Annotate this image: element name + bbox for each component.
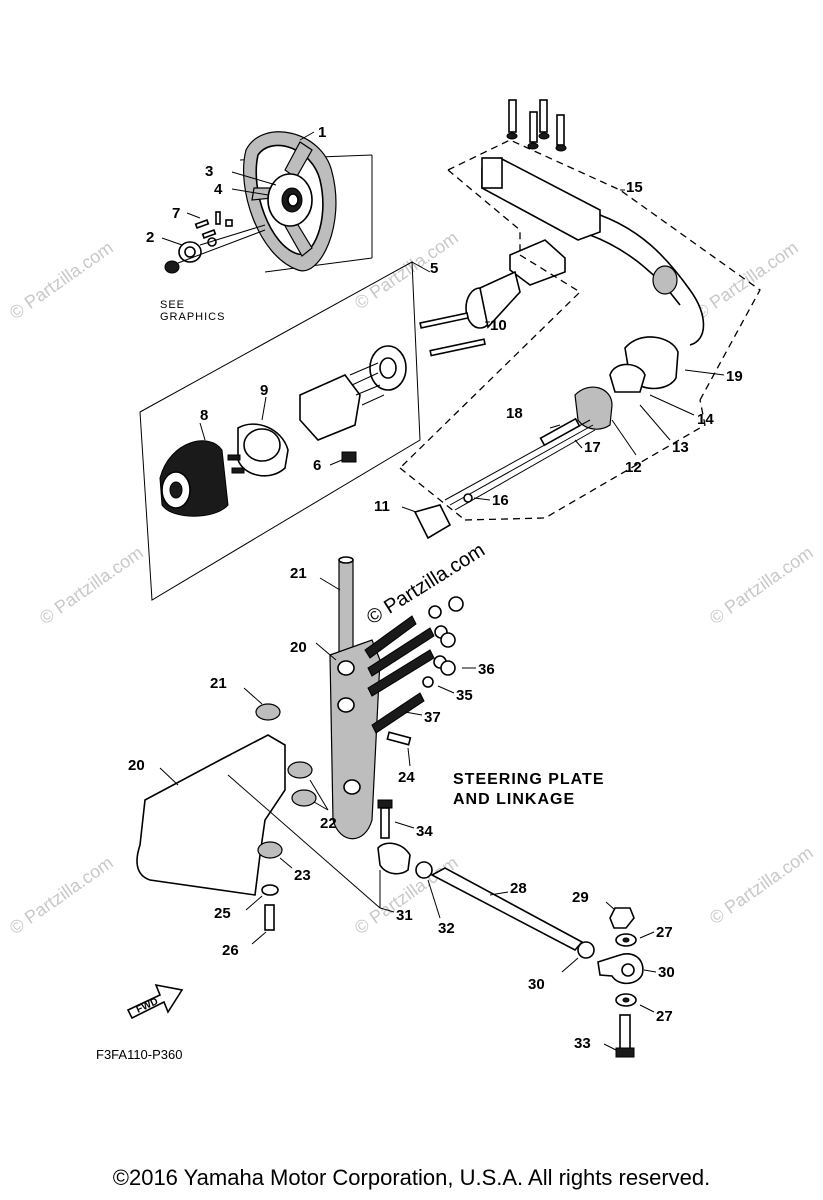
steering-arm xyxy=(136,734,286,896)
callout-19: 19 xyxy=(726,368,743,385)
callout-37: 37 xyxy=(424,709,441,726)
callout-11: 11 xyxy=(374,498,390,515)
callout-1: 1 xyxy=(318,124,326,141)
callout-14: 14 xyxy=(697,411,714,428)
steering-shaft xyxy=(338,559,354,656)
callout-23: 21 xyxy=(210,675,227,692)
callout-28: 28 xyxy=(510,880,527,897)
callout-15: 15 xyxy=(626,179,643,196)
diagram-title: STEERING PLATE xyxy=(453,771,605,788)
callout-13: 13 xyxy=(672,439,689,456)
callout-23: 23 xyxy=(294,867,311,884)
watermark: © Partzilla.com xyxy=(6,852,117,938)
cable-end xyxy=(413,504,452,540)
helm-knob xyxy=(341,451,357,463)
callout-20: 20 xyxy=(128,757,145,774)
callout-31: 31 xyxy=(396,907,413,924)
diagram-title: AND LINKAGE xyxy=(453,791,575,808)
watermark: © Partzilla.com xyxy=(36,542,147,628)
callout-24: 24 xyxy=(398,769,415,786)
callout-16: 16 xyxy=(492,492,509,509)
callout-5: 5 xyxy=(430,260,438,277)
callout-22: 21 xyxy=(290,565,307,582)
rod-end xyxy=(377,842,411,875)
watermark: © Partzilla.com xyxy=(691,237,802,323)
copyright-footer: ©2016 Yamaha Motor Corporation, U.S.A. A… xyxy=(112,1165,711,1190)
watermark: © Partzilla.com xyxy=(351,227,462,313)
callout-2: 2 xyxy=(146,229,154,246)
helm-assembly-group: 5 8 9 6 xyxy=(139,260,438,601)
callout-23: 22 xyxy=(320,815,337,832)
callout-27: 27 xyxy=(656,924,673,941)
see-graphics-note: SEE xyxy=(160,299,185,311)
callout-35: 35 xyxy=(456,687,473,704)
watermark-main: © Partzilla.com xyxy=(363,539,489,629)
callout-36: 36 xyxy=(478,661,495,678)
callout-21: 20 xyxy=(290,639,307,656)
callout-32: 32 xyxy=(438,920,455,937)
callout-18: 18 xyxy=(506,405,523,422)
callout-7: 7 xyxy=(172,205,180,222)
callout-6: 6 xyxy=(313,457,321,474)
see-graphics-note: GRAPHICS xyxy=(160,311,225,323)
steering-plate xyxy=(329,639,381,840)
watermark: © Partzilla.com xyxy=(6,237,117,323)
callout-30: 29 xyxy=(572,889,589,906)
callout-9: 9 xyxy=(260,382,268,399)
callout-4: 4 xyxy=(214,181,223,198)
callout-3: 3 xyxy=(205,163,213,180)
callout-27: 27 xyxy=(656,1008,673,1025)
callout-10: 10 xyxy=(490,317,507,334)
callout-8: 8 xyxy=(200,407,208,424)
callout-34: 34 xyxy=(416,823,433,840)
callout-33: 33 xyxy=(574,1035,591,1052)
callout-30: 30 xyxy=(528,976,545,993)
watermark: © Partzilla.com xyxy=(706,842,817,928)
watermark: © Partzilla.com xyxy=(706,542,817,628)
rod-end xyxy=(597,953,644,985)
steering-wheel-group: 1 3 4 7 2 SEE GRAPHICS xyxy=(146,124,373,323)
fwd-label: FWD xyxy=(135,996,160,1016)
callout-17: 17 xyxy=(584,439,601,456)
cable-group: 15 10 19 14 13 12 18 17 xyxy=(374,99,761,540)
figure-reference: F3FA110-P360 xyxy=(96,1047,182,1062)
forward-arrow-icon: FWD xyxy=(126,983,184,1020)
tie-rod xyxy=(430,867,584,952)
callout-29: 30 xyxy=(658,964,675,981)
callout-25: 25 xyxy=(214,905,231,922)
callout-12: 12 xyxy=(625,459,642,476)
steering-plate-group: 21 20 36 35 37 24 STEERING PLATE AND LIN… xyxy=(128,556,675,1058)
callout-26: 26 xyxy=(222,942,239,959)
